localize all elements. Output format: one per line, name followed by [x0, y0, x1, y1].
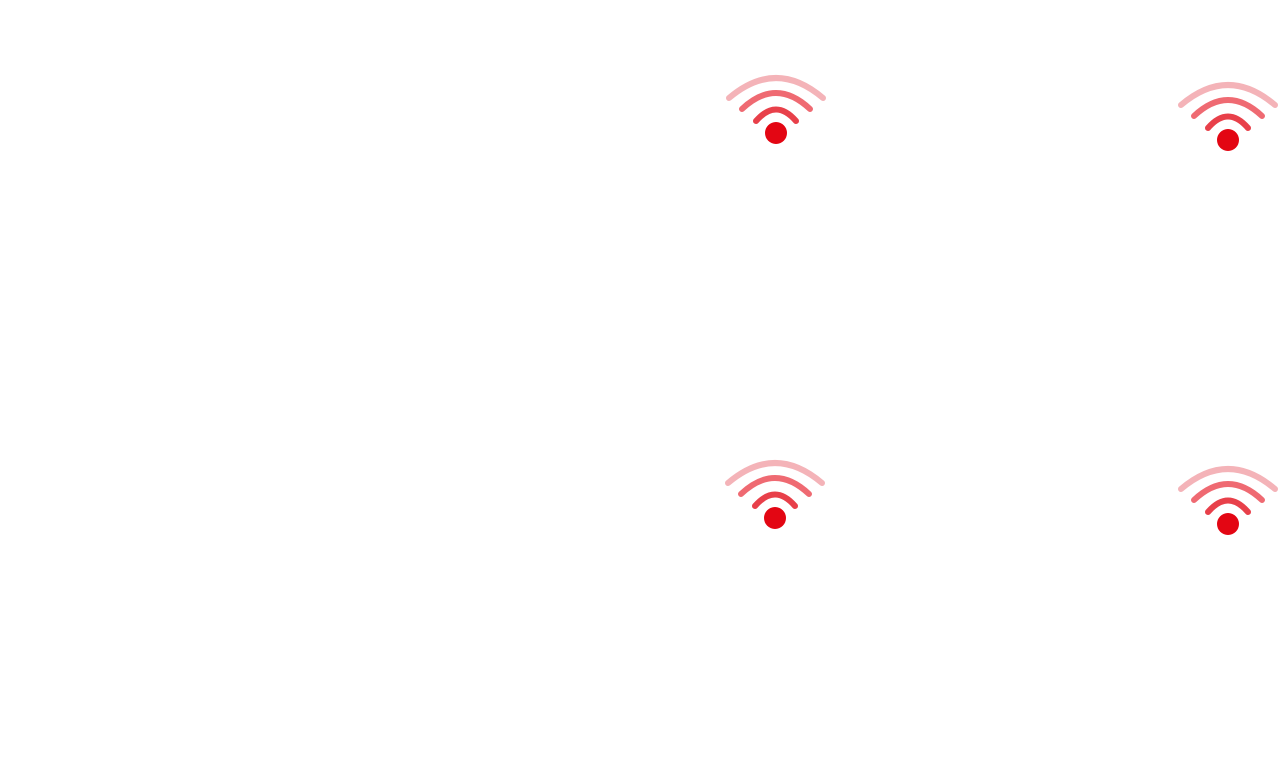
signal-arc-outer [1178, 82, 1278, 108]
signal-arc-inner [752, 491, 798, 509]
signal-arc-outer [1178, 466, 1278, 492]
signal-arc-outer [726, 75, 826, 101]
signal-dot [1217, 129, 1239, 151]
signal-arc-inner [1205, 113, 1251, 131]
signal-dot [765, 122, 787, 144]
signal-arc-inner [1205, 497, 1251, 515]
signal-dot [764, 507, 786, 529]
wifi-signal-icon [724, 68, 828, 148]
signal-arc-outer [725, 460, 825, 486]
signal-arc-inner [753, 106, 799, 124]
signal-dot [1217, 513, 1239, 535]
signal-arc-middle [739, 90, 813, 112]
signal-arc-middle [1191, 97, 1265, 119]
wifi-signal-icon [1176, 75, 1280, 155]
signal-arc-middle [1191, 481, 1265, 503]
signal-arc-middle [738, 475, 812, 497]
wifi-signal-icon [1176, 459, 1280, 539]
wifi-signal-icon [723, 453, 827, 533]
